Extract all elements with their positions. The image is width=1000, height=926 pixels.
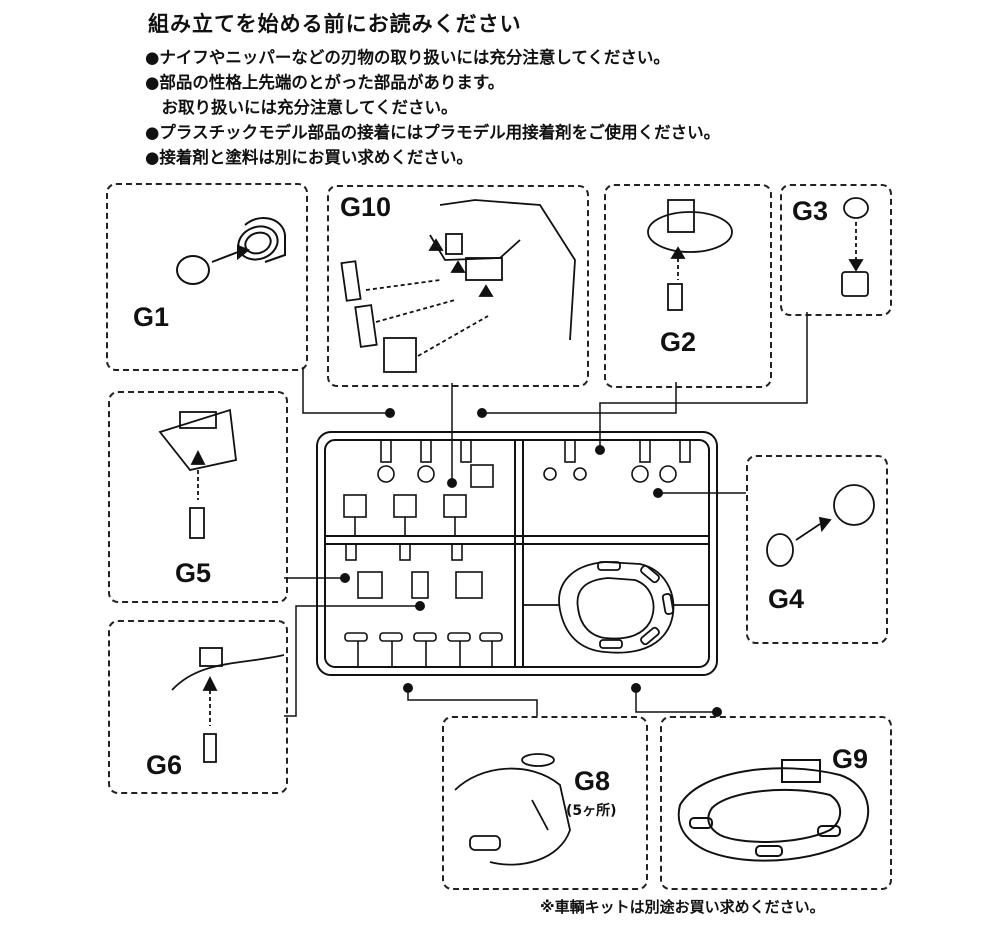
page-title: 組み立てを始める前にお読みください xyxy=(148,12,522,36)
caution-note-1: ●ナイフやニッパーなどの刃物の取り扱いには充分注意してください。 xyxy=(145,48,670,67)
g2-part-illustration xyxy=(647,199,733,311)
callout-box-g3 xyxy=(780,184,892,316)
label-g8: G8 xyxy=(574,766,611,796)
callout-box-g8 xyxy=(442,716,648,890)
callout-box-g10 xyxy=(327,185,589,387)
callout-box-g2 xyxy=(604,184,772,388)
g8-part-illustration xyxy=(454,753,571,866)
g3-part-illustration xyxy=(841,197,869,297)
label-g2: G2 xyxy=(660,327,697,357)
g4-part-illustration xyxy=(766,484,875,567)
callout-box-g6 xyxy=(108,620,288,794)
callout-box-g9 xyxy=(660,716,892,890)
sprue-frame xyxy=(316,431,718,676)
sprue-parts-top-right xyxy=(543,439,691,483)
g10-panel-illustration xyxy=(340,199,576,373)
label-g8-note: (5ヶ所) xyxy=(566,803,617,819)
sprue-cupola-ring xyxy=(523,561,709,654)
label-g4: G4 xyxy=(768,584,805,614)
callout-box-g5 xyxy=(108,391,288,603)
label-g3: G3 xyxy=(792,196,829,226)
label-g6: G6 xyxy=(146,750,183,780)
caution-note-3: ●プラスチックモデル部品の接着にはプラモデル用接着剤をご使用ください。 xyxy=(145,123,721,142)
caution-note-4: ●接着剤と塗料は別にお買い求めください。 xyxy=(145,148,473,167)
label-g5: G5 xyxy=(175,558,212,588)
footnote: ※車輌キットは別途お買い求めください。 xyxy=(540,898,825,916)
callout-box-g4 xyxy=(746,455,888,644)
label-g9: G9 xyxy=(832,744,869,774)
sprue-parts-top-left xyxy=(343,439,494,536)
caution-note-2: ●部品の性格上先端のとがった部品があります。 xyxy=(145,73,505,92)
callout-box-g1 xyxy=(106,183,308,371)
caution-note-2-cont: お取り扱いには充分注意してください。 xyxy=(145,98,458,117)
label-g1: G1 xyxy=(133,302,170,332)
sprue-parts-bottom-left xyxy=(344,543,503,667)
g9-part-illustration xyxy=(677,759,870,862)
g1-headlight-illustration xyxy=(176,216,286,285)
connector-dots xyxy=(340,408,722,717)
g5-part-illustration xyxy=(158,408,237,539)
leader-lines xyxy=(284,312,808,717)
label-g10: G10 xyxy=(340,192,392,222)
g6-part-illustration xyxy=(171,647,285,763)
